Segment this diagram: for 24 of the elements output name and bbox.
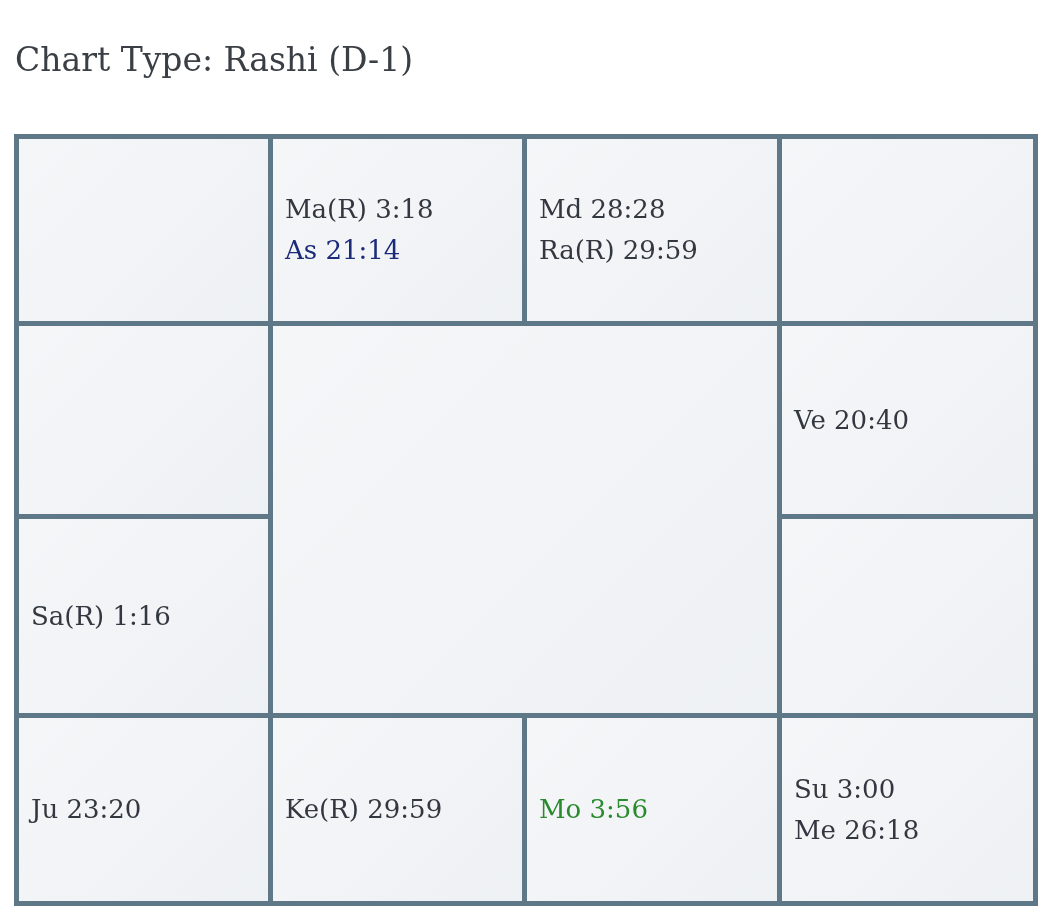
house-cell xyxy=(19,519,268,713)
planet-degree-text: Ma(R) 3:18 xyxy=(285,193,434,226)
house-cell xyxy=(19,139,268,321)
planet-degree-text: Mo 3:56 xyxy=(539,793,648,826)
planet-degree-text: As 21:14 xyxy=(285,234,401,267)
planet-degree-text: Me 26:18 xyxy=(794,813,920,847)
house-cell xyxy=(273,139,522,321)
planet-degree-text: Md 28:28 xyxy=(539,193,666,226)
house-cell xyxy=(19,326,268,514)
house-cell xyxy=(782,718,1033,901)
planet-degree-text: Ve 20:40 xyxy=(794,403,909,437)
house-cell xyxy=(527,139,777,321)
house-cell xyxy=(782,519,1033,713)
house-cell xyxy=(19,718,268,901)
house-cell xyxy=(273,718,522,901)
house-cell xyxy=(782,139,1033,321)
planet-degree-text: Ke(R) 29:59 xyxy=(285,793,443,826)
planet-degree-text: Su 3:00 xyxy=(794,772,896,806)
center-cell xyxy=(273,326,777,713)
house-cell xyxy=(527,718,777,901)
planet-degree-text: Ra(R) 29:59 xyxy=(539,234,698,267)
house-cell xyxy=(782,326,1033,514)
planet-degree-text: Sa(R) 1:16 xyxy=(31,599,171,633)
chart-title: Chart Type: Rashi (D-1) xyxy=(15,39,414,81)
